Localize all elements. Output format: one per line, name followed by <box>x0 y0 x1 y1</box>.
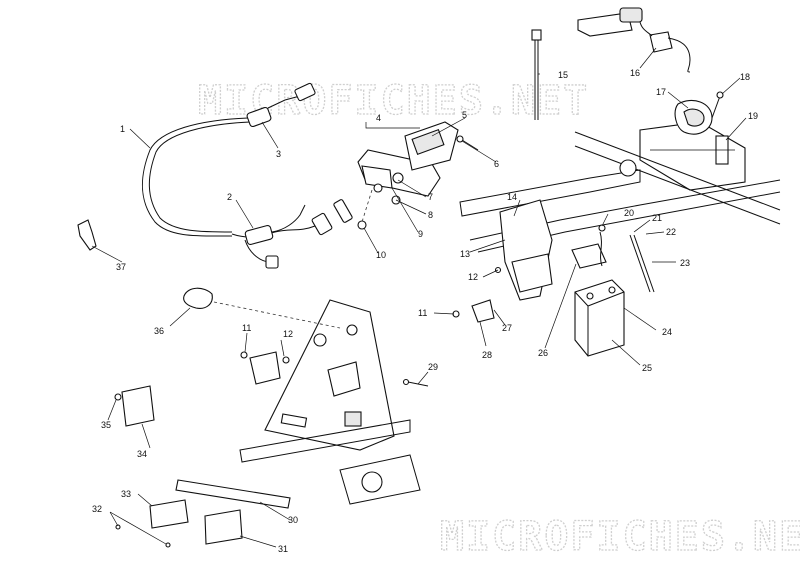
callout-4: 4 <box>376 113 381 123</box>
callout-14: 14 <box>507 192 517 202</box>
callout-17: 17 <box>656 87 666 97</box>
handlebar-switch <box>577 7 691 73</box>
callout-15: 15 <box>558 70 568 80</box>
callout-2: 2 <box>227 192 232 202</box>
callout-31: 31 <box>278 544 288 554</box>
harness-junction-2 <box>244 224 274 246</box>
callout-6: 6 <box>494 159 499 169</box>
callout-29: 29 <box>428 362 438 372</box>
callout-33: 33 <box>121 489 131 499</box>
lower-frame <box>77 219 421 548</box>
callout-24: 24 <box>662 327 672 337</box>
callout-21: 21 <box>652 213 662 223</box>
battery-area <box>452 199 655 357</box>
callout-37: 37 <box>116 262 126 272</box>
callout-8: 8 <box>428 210 433 220</box>
harness-connector-3 <box>246 106 272 128</box>
bracket-assembly <box>183 287 429 451</box>
tail-light-assembly <box>357 121 479 230</box>
callout-18: 18 <box>740 72 750 82</box>
callout-7: 7 <box>428 192 433 202</box>
callouts: 1 2 3 4 5 6 7 8 9 10 11 11 12 12 13 14 1… <box>92 68 758 554</box>
callout-12-left: 12 <box>283 329 293 339</box>
callout-32: 32 <box>92 504 102 514</box>
watermark-bottom: MICROFICHES.NET <box>440 514 800 560</box>
callout-27: 27 <box>502 323 512 333</box>
callout-10: 10 <box>376 250 386 260</box>
callout-5: 5 <box>462 110 467 120</box>
callout-11-right: 11 <box>418 308 427 318</box>
callout-3: 3 <box>276 149 281 159</box>
leader-lines <box>91 47 747 548</box>
callout-20: 20 <box>624 208 634 218</box>
callout-12-right: 12 <box>468 272 478 282</box>
callout-30: 30 <box>288 515 298 525</box>
callout-9: 9 <box>418 229 423 239</box>
callout-36: 36 <box>154 326 164 336</box>
callout-11-left: 11 <box>242 323 251 333</box>
callout-28: 28 <box>482 350 492 360</box>
callout-13: 13 <box>460 249 470 259</box>
horn-assembly <box>639 91 746 191</box>
callout-26: 26 <box>538 348 548 358</box>
callout-22: 22 <box>666 227 676 237</box>
cable-15 <box>531 29 542 120</box>
callout-35: 35 <box>101 420 111 430</box>
callout-16: 16 <box>630 68 640 78</box>
callout-19: 19 <box>748 111 758 121</box>
callout-34: 34 <box>137 449 147 459</box>
callout-1: 1 <box>120 124 125 134</box>
callout-25: 25 <box>642 363 652 373</box>
callout-23: 23 <box>680 258 690 268</box>
wiring-harness <box>141 82 353 269</box>
